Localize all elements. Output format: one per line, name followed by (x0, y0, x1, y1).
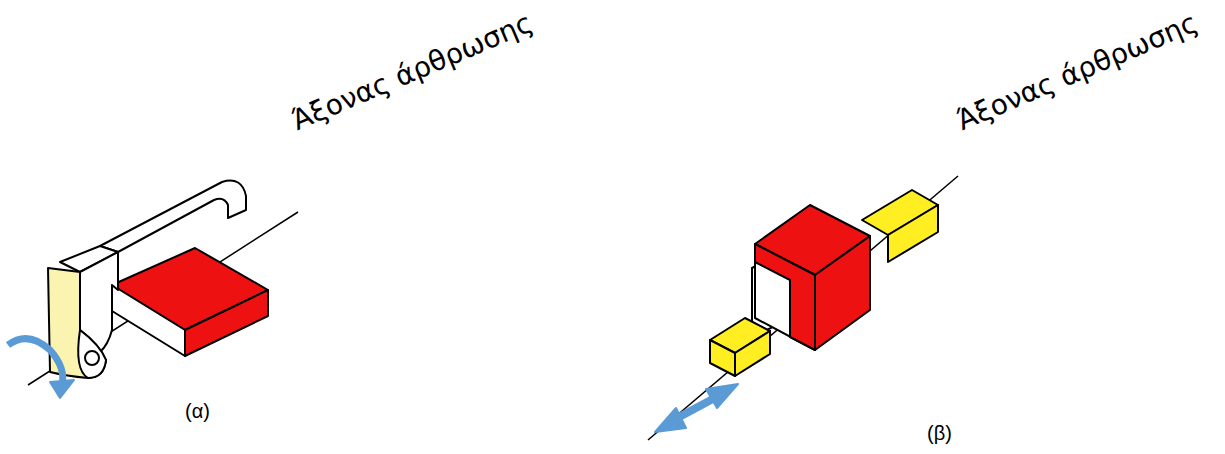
revolute-joint (8, 181, 298, 398)
figure-label: (α) (185, 400, 210, 423)
prismatic-joint (648, 176, 958, 440)
axis-label: Άξονας άρθρωσης (952, 7, 1202, 137)
axis-label: Άξονας άρθρωσης (287, 7, 537, 137)
figure-label: (β) (927, 422, 952, 445)
